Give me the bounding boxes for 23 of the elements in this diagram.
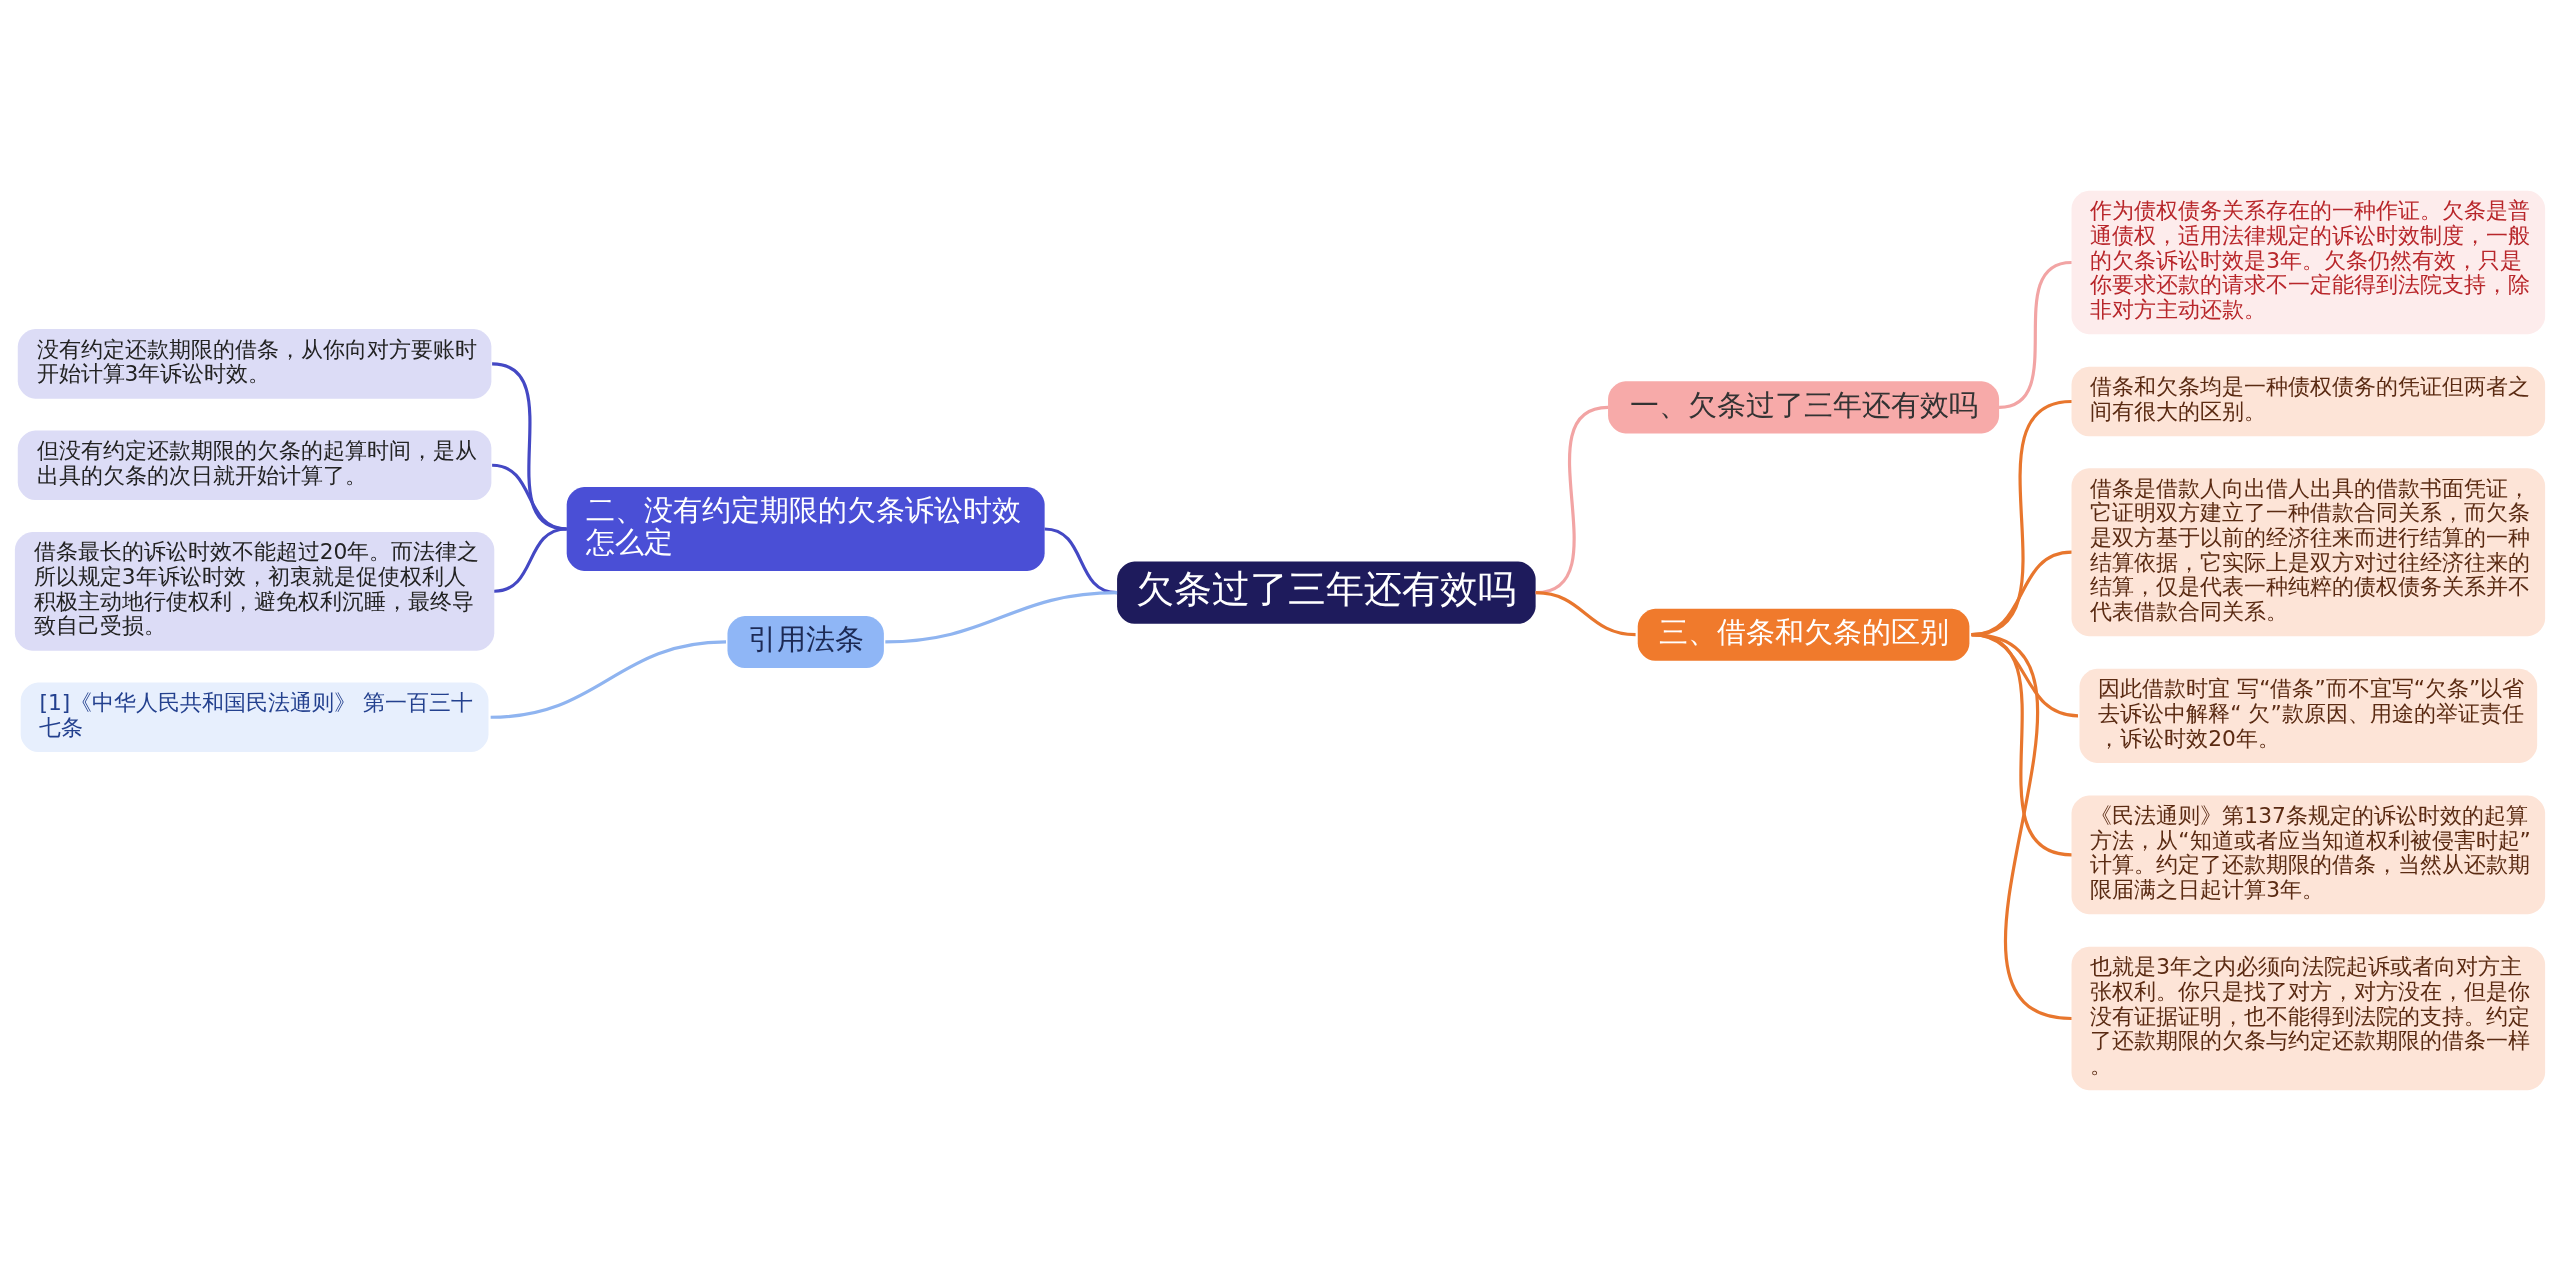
node-box: 没有约定还款期限的借条，从你向对方要账时开始计算3年诉讼时效。 [17, 328, 492, 399]
connector [1971, 632, 2072, 1020]
node-box: 《民法通则》第137条规定的诉讼时效的起算方法，从“知道或者应当知道权利被侵害时起”计算。约定了还款期限的借条，当然从还款期限届满之日起计算3年。 [2071, 794, 2546, 914]
connector [491, 463, 567, 531]
node-box: 一、欠条过了三年还有效吗 [1608, 380, 2000, 433]
node-box: 引用法条 [727, 615, 884, 668]
node-box: 借条最长的诉讼时效不能超过20年。而法律之所以规定3年诉讼时效，初衷就是促使权利人积极主动地行使权利，避免权利沉睡，最终导致自己受损。 [14, 531, 495, 651]
connector [885, 590, 1118, 644]
node-box: 也就是3年之内必须向法院起诉或者向对方主张权利。你只是找了对方，对方没在，但是你没有证据证明，也不能得到法院的支持。约定了还款期限的欠条与约定还款期限的借条一样。 [2071, 946, 2546, 1090]
node-box: 借条是借款人向出借人出具的借款书面凭证，它证明双方建立了一种借款合同关系，而欠条是双方基于以前的经济往来而进行结算的一种结算依据，它实际上是双方对过往经济往来的结算，仅是代表一种纯粹的债权债务关系并不代表借款合同关系。 [2071, 467, 2546, 636]
node-box: 作为债权债务关系存在的一种作证。欠条是普通债权，适用法律规定的诉讼时效制度，一般的欠条诉讼时效是3年。欠条仍然有效，只是你要求还款的请求不一定能得到法院支持，除非对方主动还款。 [2071, 190, 2546, 334]
connector [490, 639, 727, 719]
connector [1535, 590, 1636, 636]
node-box: 三、借条和欠条的区别 [1637, 608, 1970, 661]
node-box: [1]《中华人民共和国民法通则》 第一百三十七条 [20, 682, 489, 752]
node-box: 借条和欠条均是一种债权债务的凭证但两者之间有很大的区别。 [2071, 366, 2546, 436]
node-box: 但没有约定还款期限的欠条的起算时间，是从出具的欠条的次日就开始计算了。 [17, 430, 492, 500]
connector [1998, 260, 2072, 409]
connector [494, 526, 567, 593]
node-box: 二、没有约定期限的欠条诉讼时效怎么定 [566, 486, 1045, 571]
connector [491, 361, 567, 531]
node-box: 欠条过了三年还有效吗 [1117, 561, 1536, 624]
node-box: 因此借款时宜 写“借条”而不宜写“欠条”以省去诉讼中解释“ 欠”款原因、用途的举证责任，诉讼时效20年。 [2079, 668, 2538, 763]
